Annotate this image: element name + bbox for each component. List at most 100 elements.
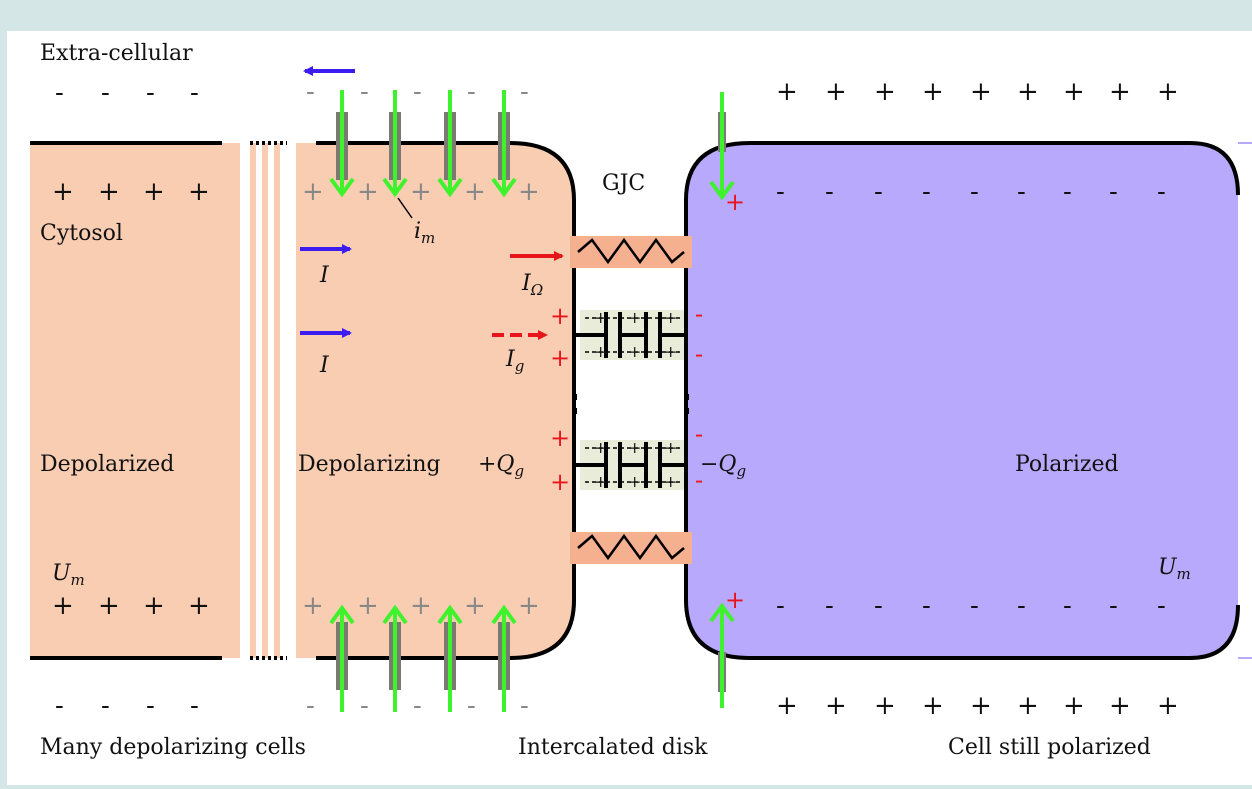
svg-text:+: + <box>98 177 120 207</box>
svg-text:+: + <box>664 438 677 457</box>
svg-text:-: - <box>520 691 529 721</box>
svg-text:-: - <box>146 691 155 721</box>
svg-text:-: - <box>825 177 834 207</box>
svg-text:+: + <box>1157 77 1179 107</box>
svg-text:-: - <box>695 340 703 368</box>
svg-text:-: - <box>306 77 315 107</box>
charges-left-extracellular-bottom: - - - - <box>55 691 199 721</box>
membrane-current-arrows <box>329 90 735 712</box>
svg-text:+: + <box>98 591 120 621</box>
svg-text:+: + <box>628 472 641 491</box>
disk-charges-red: + + + + + + - - - - <box>550 188 745 614</box>
charges-left-intracellular-bottom: + + + + <box>52 591 210 621</box>
svg-text:+: + <box>594 438 607 457</box>
svg-text:+: + <box>1017 77 1039 107</box>
svg-text:-: - <box>1157 591 1166 621</box>
svg-text:+: + <box>594 472 607 491</box>
svg-text:-: - <box>146 78 155 108</box>
svg-text:-: - <box>874 177 883 207</box>
svg-text:+: + <box>1157 691 1179 721</box>
svg-text:-: - <box>922 591 931 621</box>
svg-text:-: - <box>1157 177 1166 207</box>
charges-polarized-extracellular-top: + + + + + + + + + <box>776 77 1179 107</box>
svg-text:-: - <box>1063 591 1072 621</box>
gap-junction-resistor-top <box>570 236 692 268</box>
cell-gap-strip-1 <box>250 143 256 658</box>
svg-text:-: - <box>360 77 369 107</box>
disk-opening <box>576 365 684 437</box>
svg-text:-: - <box>1017 177 1026 207</box>
svg-text:+: + <box>143 591 165 621</box>
svg-text:+: + <box>143 177 165 207</box>
svg-text:+: + <box>1109 77 1131 107</box>
svg-text:-: - <box>520 77 529 107</box>
svg-text:+: + <box>776 691 798 721</box>
svg-text:+: + <box>357 591 379 621</box>
svg-text:-: - <box>695 300 703 328</box>
svg-text:+: + <box>550 302 570 330</box>
capacitor-top: +++ +++ <box>574 308 686 361</box>
polarized-cell-body <box>686 143 1238 658</box>
svg-text:-: - <box>413 77 422 107</box>
svg-text:-: - <box>1017 591 1026 621</box>
svg-text:+: + <box>664 472 677 491</box>
charges-left-intracellular-top: + + + + <box>52 177 210 207</box>
svg-text:+: + <box>464 177 486 207</box>
charges-polarized-intracellular-top: - - - - - - - - - <box>776 177 1166 207</box>
um-right-symbol: Um <box>1158 555 1191 583</box>
svg-text:+: + <box>518 177 540 207</box>
svg-text:-: - <box>776 591 785 621</box>
svg-text:+: + <box>628 438 641 457</box>
minus-qg-symbol: −Qg <box>700 452 746 480</box>
svg-text:+: + <box>628 308 641 327</box>
svg-text:+: + <box>628 342 641 361</box>
svg-text:+: + <box>188 177 210 207</box>
cytosol-label: Cytosol <box>40 221 123 246</box>
svg-text:-: - <box>922 177 931 207</box>
charges-polarized-extracellular-bottom: + + + + + + + + + <box>776 691 1179 721</box>
svg-text:-: - <box>1109 591 1118 621</box>
depolarizing-label: Depolarizing <box>298 452 441 477</box>
gap-junction-resistor-bottom <box>570 532 692 564</box>
depolarized-cells-body <box>30 143 240 658</box>
svg-text:-: - <box>1109 177 1118 207</box>
svg-text:+: + <box>825 691 847 721</box>
svg-text:+: + <box>550 344 570 372</box>
many-cells-label: Many depolarizing cells <box>40 735 306 760</box>
svg-text:+: + <box>776 77 798 107</box>
charges-depolarizing-extracellular-bottom: - - - - - <box>306 691 529 721</box>
charges-left-extracellular-top: - - - - <box>55 78 199 108</box>
svg-text:-: - <box>360 691 369 721</box>
cell-gap-strip-2 <box>262 143 268 658</box>
extracellular-label: Extra-cellular <box>40 41 193 66</box>
svg-text:-: - <box>874 591 883 621</box>
cell-gap-strip-3 <box>274 143 280 658</box>
svg-text:+: + <box>357 177 379 207</box>
svg-text:+: + <box>188 591 210 621</box>
svg-text:-: - <box>776 177 785 207</box>
svg-text:+: + <box>664 308 677 327</box>
svg-text:-: - <box>1063 177 1072 207</box>
svg-text:-: - <box>695 420 703 448</box>
svg-text:+: + <box>594 342 607 361</box>
svg-text:+: + <box>664 342 677 361</box>
svg-text:-: - <box>101 78 110 108</box>
current-top-symbol: I <box>319 263 330 288</box>
charges-depolarizing-intracellular-bottom: + + + + + <box>302 591 540 621</box>
svg-text:-: - <box>55 691 64 721</box>
charges-depolarizing-intracellular-top: + + + + + <box>302 177 540 207</box>
plus-qg-symbol: +Qg <box>478 452 524 480</box>
disk-ellipsis-left <box>572 394 577 414</box>
svg-text:+: + <box>922 77 944 107</box>
svg-text:+: + <box>410 591 432 621</box>
svg-text:+: + <box>518 591 540 621</box>
svg-text:+: + <box>922 691 944 721</box>
svg-text:+: + <box>970 77 992 107</box>
svg-text:+: + <box>825 77 847 107</box>
svg-text:-: - <box>190 691 199 721</box>
svg-text:+: + <box>550 424 570 452</box>
svg-text:+: + <box>725 586 745 614</box>
svg-text:+: + <box>52 591 74 621</box>
